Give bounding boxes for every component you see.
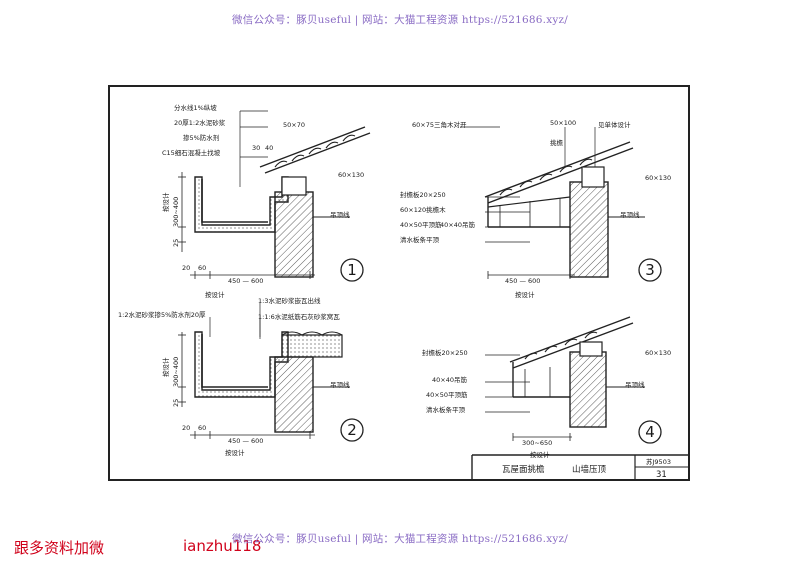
- drawing-sheet: 1 分水线1%纵坡 20厚1:2水泥砂浆 掺5%防水剂 C15细石混凝土找坡 5…: [108, 85, 690, 481]
- detail-4-dim-60x130: 60×130: [645, 349, 671, 357]
- detail-2-label-2: 1:3水泥砂浆嵌瓦出线: [258, 296, 321, 305]
- title-block-subtitle: 山墙压顶: [572, 464, 607, 475]
- detail-4: 4 封檐板20×250 40×40吊筋 40×50平顶筋 清水板条平顶 60×1…: [422, 316, 671, 459]
- detail-1-dim-30: 30: [252, 144, 260, 152]
- detail-drawing: 1 分水线1%纵坡 20厚1:2水泥砂浆 掺5%防水剂 C15细石混凝土找坡 5…: [118, 103, 688, 480]
- detail-1-dim-25: 25: [172, 239, 180, 247]
- detail-2-dim-design-v: 按设计: [161, 357, 170, 377]
- detail-4-label-2: 40×40吊筋: [432, 375, 467, 384]
- detail-1-label-2: 20厚1:2水泥砂浆: [174, 118, 226, 127]
- detail-4-ceiling-label: 吊顶线: [625, 380, 645, 389]
- watermark-bottom: 微信公众号：豚贝useful | 网站：大猫工程资源 https://52168…: [232, 533, 568, 545]
- detail-3-dim-design: 按设计: [515, 290, 535, 299]
- detail-3-label-7: 40×50平顶筋: [400, 220, 442, 229]
- detail-1-label-3: 掺5%防水剂: [183, 133, 219, 142]
- detail-3-label-3: 挑檐: [550, 138, 564, 147]
- detail-2: 2 1:2水泥砂浆掺5%防水剂20厚 1:3水泥砂浆嵌瓦出线 1:1:6水泥纸筋…: [118, 296, 364, 457]
- detail-1-dim-300-400: 300~400: [172, 197, 180, 227]
- detail-1-dim-60x130: 60×130: [338, 171, 364, 179]
- detail-2-dim-60: 60: [198, 424, 206, 432]
- detail-1-number: 1: [347, 261, 357, 279]
- detail-4-label-1: 封檐板20×250: [422, 348, 468, 357]
- detail-2-dim-300-400: 300~400: [172, 357, 180, 387]
- detail-1-dim-design-v: 按设计: [161, 192, 170, 212]
- detail-2-dim-25: 25: [172, 399, 180, 407]
- detail-3-dim-450-600: 450 — 600: [505, 277, 540, 285]
- detail-2-number: 2: [347, 421, 357, 439]
- title-block-code: 苏J9503: [646, 457, 671, 466]
- detail-2-dim-design-h: 按设计: [225, 448, 245, 457]
- detail-4-number: 4: [645, 423, 655, 441]
- footer-handle: ianzhu118: [183, 537, 262, 555]
- detail-2-dim-450-600: 450 — 600: [228, 437, 263, 445]
- detail-3-label-8: 40×40吊筋: [440, 220, 475, 229]
- detail-3-label-9: 清水板条平顶: [400, 235, 440, 244]
- detail-3-number: 3: [645, 261, 655, 279]
- detail-2-label-3: 1:1:6水泥纸筋石灰砂浆窝瓦: [258, 312, 340, 321]
- detail-2-label-1: 1:2水泥砂浆掺5%防水剂20厚: [118, 310, 206, 319]
- title-block-page: 31: [656, 470, 667, 479]
- detail-3-label-5: 封檐板20×250: [400, 190, 446, 199]
- detail-1-dim-60: 60: [198, 264, 206, 272]
- detail-1: 1 分水线1%纵坡 20厚1:2水泥砂浆 掺5%防水剂 C15细石混凝土找坡 5…: [161, 103, 371, 299]
- detail-1-label-1: 分水线1%纵坡: [174, 103, 217, 112]
- detail-1-dim-50x70: 50×70: [283, 121, 305, 129]
- detail-1-dim-40: 40: [265, 144, 273, 152]
- detail-1-ceiling-label: 吊顶线: [330, 210, 350, 219]
- title-block-title: 瓦屋面挑檐: [502, 464, 545, 475]
- detail-1-dim-450-600: 450 — 600: [228, 277, 263, 285]
- detail-2-ceiling-label: 吊顶线: [330, 380, 350, 389]
- detail-4-dim-300-650: 300~650: [522, 439, 552, 447]
- detail-3-dim-60x130: 60×130: [645, 174, 671, 182]
- watermark-top: 微信公众号：豚贝useful | 网站：大猫工程资源 https://52168…: [232, 14, 568, 26]
- detail-1-dim-20: 20: [182, 264, 190, 272]
- title-block: 瓦屋面挑檐 山墙压顶 苏J9503 31: [471, 454, 688, 480]
- detail-3-label-6: 60×120挑檐木: [400, 205, 446, 214]
- detail-3-label-2: 50×100: [550, 119, 576, 127]
- detail-3-ceiling-label: 吊顶线: [620, 210, 640, 219]
- detail-3-label-1: 60×75三角木对开: [412, 120, 467, 129]
- detail-4-label-4: 清水板条平顶: [426, 405, 466, 414]
- detail-4-label-3: 40×50平顶筋: [426, 390, 468, 399]
- detail-2-dim-20: 20: [182, 424, 190, 432]
- detail-1-label-4: C15细石混凝土找坡: [162, 148, 221, 157]
- detail-3-label-4: 见单体设计: [598, 120, 631, 129]
- footer-contact-text: 跟多资料加微: [14, 539, 105, 557]
- detail-3: 3 60×75三角木对开 50×100 挑檐 见单体设计 封檐板20×250 6…: [400, 119, 671, 299]
- detail-1-dim-design-h: 按设计: [205, 290, 225, 299]
